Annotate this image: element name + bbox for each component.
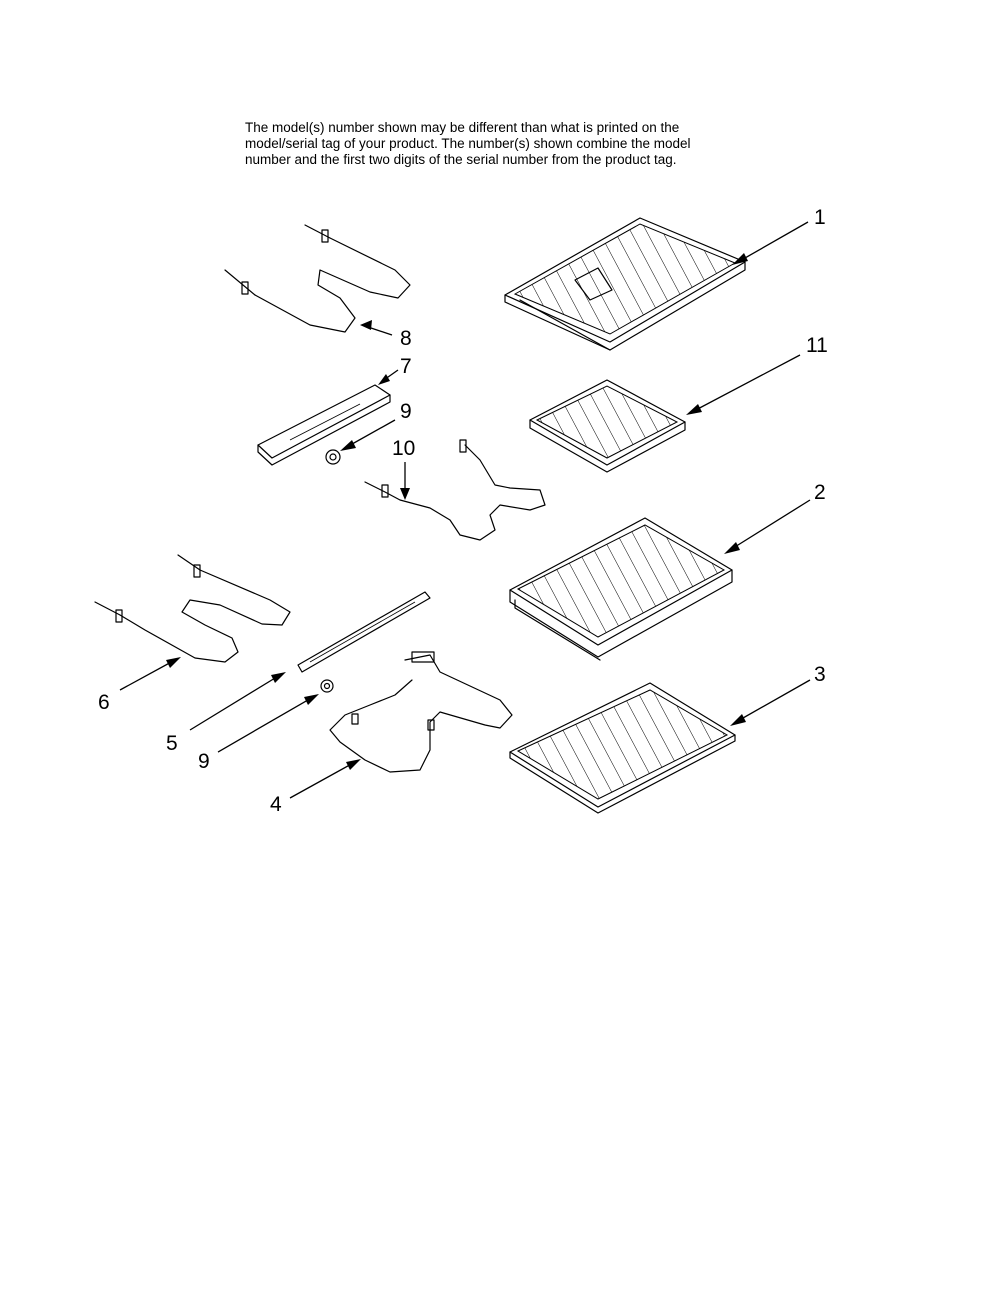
rail-part-5 [297, 591, 431, 673]
callout-9-upper: 9 [400, 400, 412, 423]
knob-part-9-upper [325, 449, 341, 465]
callout-3: 3 [814, 663, 826, 686]
callout-11: 11 [806, 334, 828, 357]
model-number-note: The model(s) number shown may be differe… [245, 120, 785, 168]
element-part-4 [329, 651, 513, 773]
callout-2: 2 [814, 481, 826, 504]
broil-element-part-8 [224, 224, 411, 333]
knob-part-9-lower [320, 679, 334, 693]
callout-4: 4 [270, 793, 282, 816]
leader-lines [119, 221, 811, 799]
rack-part-11 [529, 379, 686, 473]
callout-6: 6 [98, 691, 110, 714]
rack-part-2 [509, 517, 733, 661]
callout-9-lower: 9 [198, 750, 210, 773]
callout-1: 1 [814, 206, 826, 229]
bake-element-part-6 [94, 554, 291, 663]
callout-7: 7 [400, 355, 412, 378]
note-line-1: The model(s) number shown may be differe… [245, 120, 680, 135]
wire-element-part-10 [364, 439, 546, 541]
bracket-part-7 [257, 384, 391, 466]
rack-part-1 [504, 217, 746, 351]
callout-5: 5 [166, 732, 178, 755]
note-line-3: number and the first two digits of the s… [245, 152, 677, 167]
rack-part-3 [509, 682, 736, 814]
callout-10: 10 [392, 437, 415, 460]
note-line-2: model/serial tag of your product. The nu… [245, 136, 691, 151]
callout-8: 8 [400, 327, 412, 350]
